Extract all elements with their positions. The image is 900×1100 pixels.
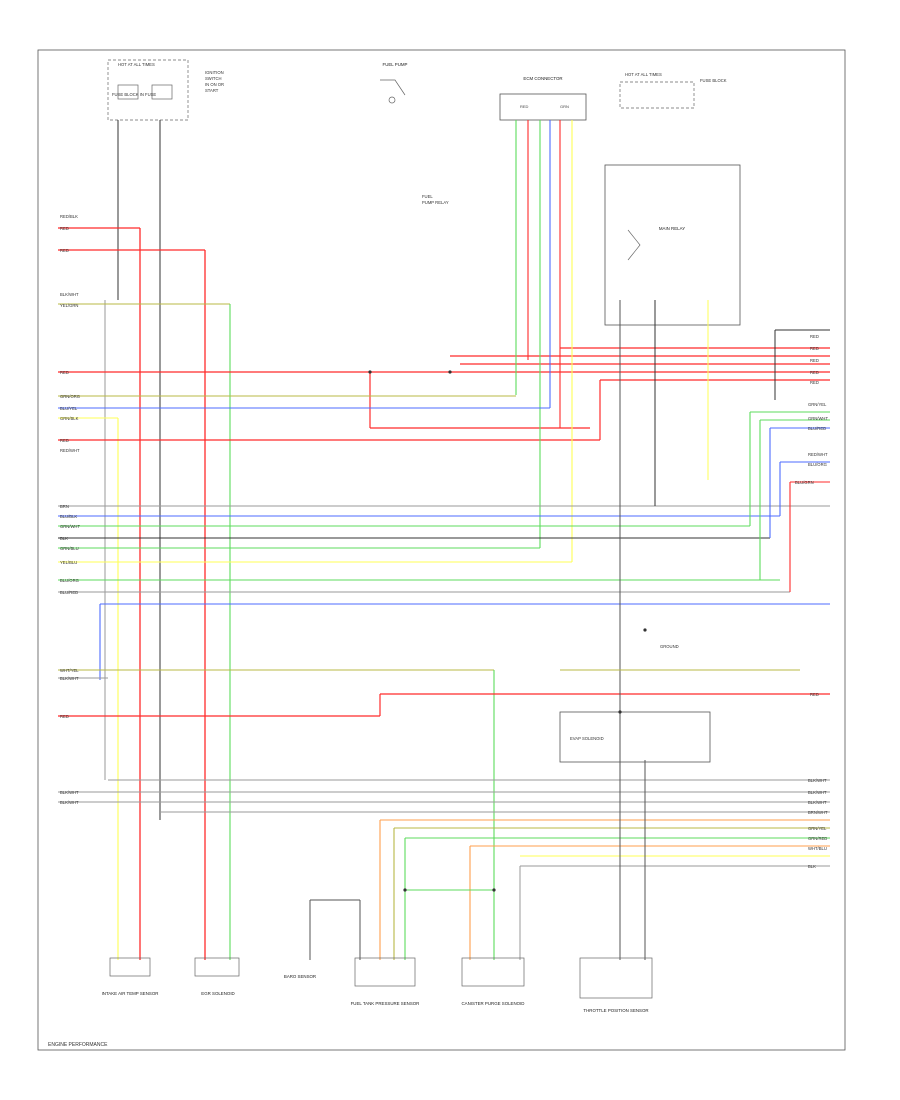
svg-text:BLU/RED: BLU/RED [60, 590, 78, 595]
svg-text:BLK/WHT: BLK/WHT [60, 676, 79, 681]
svg-text:GRN: GRN [560, 104, 569, 109]
svg-text:RED: RED [810, 370, 819, 375]
fuel-pump-component: FUEL PUMP [380, 62, 408, 104]
svg-text:RED/WHT: RED/WHT [60, 448, 80, 453]
wire-lower-section [58, 300, 830, 960]
svg-text:BLU/ORG: BLU/ORG [60, 578, 79, 583]
hot-at-all-times-right: HOT AT ALL TIMES FUSE BLOCK [619, 72, 727, 109]
svg-text:SWITCH: SWITCH [205, 76, 222, 81]
svg-text:BLK/WHT: BLK/WHT [60, 800, 79, 805]
svg-text:BLK/WHT: BLK/WHT [60, 790, 79, 795]
wire-group-vertical-left [104, 120, 161, 820]
page-tag: ENGINE PERFORMANCE [48, 1042, 108, 1048]
svg-text:GRN/RED: GRN/RED [808, 836, 827, 841]
svg-text:HOT AT ALL TIMES: HOT AT ALL TIMES [625, 72, 662, 77]
ecm-connector-label: ECM CONNECTOR [523, 76, 562, 81]
svg-text:GRN/YEL: GRN/YEL [808, 826, 827, 831]
hot-at-all-times-label: HOT AT ALL TIMES [118, 62, 155, 67]
evap-solenoid: EVAP SOLENOID GROUND [559, 644, 800, 763]
svg-text:GRN/BLK: GRN/BLK [60, 416, 79, 421]
svg-text:RED: RED [810, 334, 819, 339]
wire-misc-verticals [58, 303, 231, 960]
bottom-component-2: EGR SOLENOID [201, 991, 234, 996]
svg-text:BLK/WHT: BLK/WHT [808, 778, 827, 783]
bottom-component-5: CANISTER PURGE SOLENOID [462, 1001, 525, 1006]
ecm-connector: ECM CONNECTOR RED GRN [499, 76, 587, 121]
svg-text:BLU/GRN: BLU/GRN [795, 480, 814, 485]
svg-text:WHT/YEL: WHT/YEL [60, 668, 79, 673]
svg-text:GRN/WHT: GRN/WHT [808, 416, 828, 421]
svg-text:RED: RED [60, 714, 69, 719]
svg-text:BLU/YEL: BLU/YEL [60, 406, 78, 411]
svg-text:RED: RED [810, 358, 819, 363]
ground-ref-label: GROUND [660, 644, 679, 649]
left-wire-labels: RED/BLK RED RED BLK/WHT YEL/GRN RED GRN/… [60, 214, 80, 805]
svg-text:RED: RED [60, 370, 69, 375]
svg-text:IN ON OR: IN ON OR [205, 82, 224, 87]
svg-text:START: START [205, 88, 219, 93]
svg-text:RED: RED [60, 226, 69, 231]
fuel-pump-label: FUEL PUMP [383, 62, 408, 67]
wire-red-verticals [58, 227, 206, 960]
diagram-frame [37, 49, 846, 1051]
fuse-block-top-left: HOT AT ALL TIMES FUSE BLOCK IN FUSE [107, 59, 189, 121]
bottom-component-6: THROTTLE POSITION SENSOR [583, 1008, 648, 1013]
svg-text:BLK: BLK [808, 864, 816, 869]
svg-text:BLU/BLK: BLU/BLK [60, 514, 77, 519]
svg-text:YEL/GRN: YEL/GRN [60, 303, 78, 308]
svg-text:IGNITION: IGNITION [205, 70, 224, 75]
wire-right-verticals [654, 300, 830, 592]
svg-text:BLK/WHT: BLK/WHT [60, 292, 79, 297]
wire-horizontal-bus [58, 395, 830, 680]
svg-text:RED: RED [520, 104, 529, 109]
junction-dots [368, 370, 647, 892]
svg-text:GRN/YEL: GRN/YEL [808, 402, 827, 407]
svg-text:RED/BLK: RED/BLK [60, 214, 78, 219]
fuse-top-left-label: FUSE BLOCK IN FUSE [112, 92, 156, 97]
bottom-component-3: BARO SENSOR [284, 974, 316, 979]
svg-text:BRN/WHT: BRN/WHT [808, 810, 828, 815]
svg-text:BLK: BLK [60, 536, 68, 541]
fuse-top-right-label: FUSE BLOCK [700, 78, 727, 83]
svg-text:BLK/WHT: BLK/WHT [808, 790, 827, 795]
main-relay: MAIN RELAY [604, 164, 741, 326]
main-relay-label: MAIN RELAY [659, 226, 685, 231]
wire-ecm-drops [515, 120, 573, 562]
evap-solenoid-label: EVAP SOLENOID [570, 736, 604, 741]
svg-text:GRN/ORG: GRN/ORG [60, 394, 80, 399]
svg-text:RED: RED [810, 380, 819, 385]
svg-text:RED: RED [810, 346, 819, 351]
svg-text:BLU/ORG: BLU/ORG [808, 462, 827, 467]
svg-text:RED: RED [810, 692, 819, 697]
svg-text:BLK/WHT: BLK/WHT [808, 800, 827, 805]
bottom-component-1: INTAKE AIR TEMP SENSOR [102, 991, 159, 996]
right-wire-labels: RED RED RED RED RED GRN/YEL GRN/WHT BLU/… [795, 334, 828, 869]
svg-text:RED/WHT: RED/WHT [808, 452, 828, 457]
bottom-components: INTAKE AIR TEMP SENSOR EGR SOLENOID BARO… [102, 957, 653, 1013]
svg-text:BLU/RED: BLU/RED [808, 426, 826, 431]
svg-text:BRN: BRN [60, 504, 69, 509]
svg-text:FUEL: FUEL [422, 194, 433, 199]
svg-text:GRN/BLU: GRN/BLU [60, 546, 79, 551]
svg-text:RED: RED [60, 438, 69, 443]
bottom-component-4: FUEL TANK PRESSURE SENSOR [351, 1001, 420, 1006]
svg-text:RED: RED [60, 248, 69, 253]
svg-text:GRN/WHT: GRN/WHT [60, 524, 80, 529]
wire-red-bundle [58, 347, 830, 441]
svg-text:PUMP RELAY: PUMP RELAY [422, 200, 449, 205]
svg-text:WHT/BLU: WHT/BLU [808, 846, 827, 851]
svg-text:YEL/BLU: YEL/BLU [60, 560, 77, 565]
